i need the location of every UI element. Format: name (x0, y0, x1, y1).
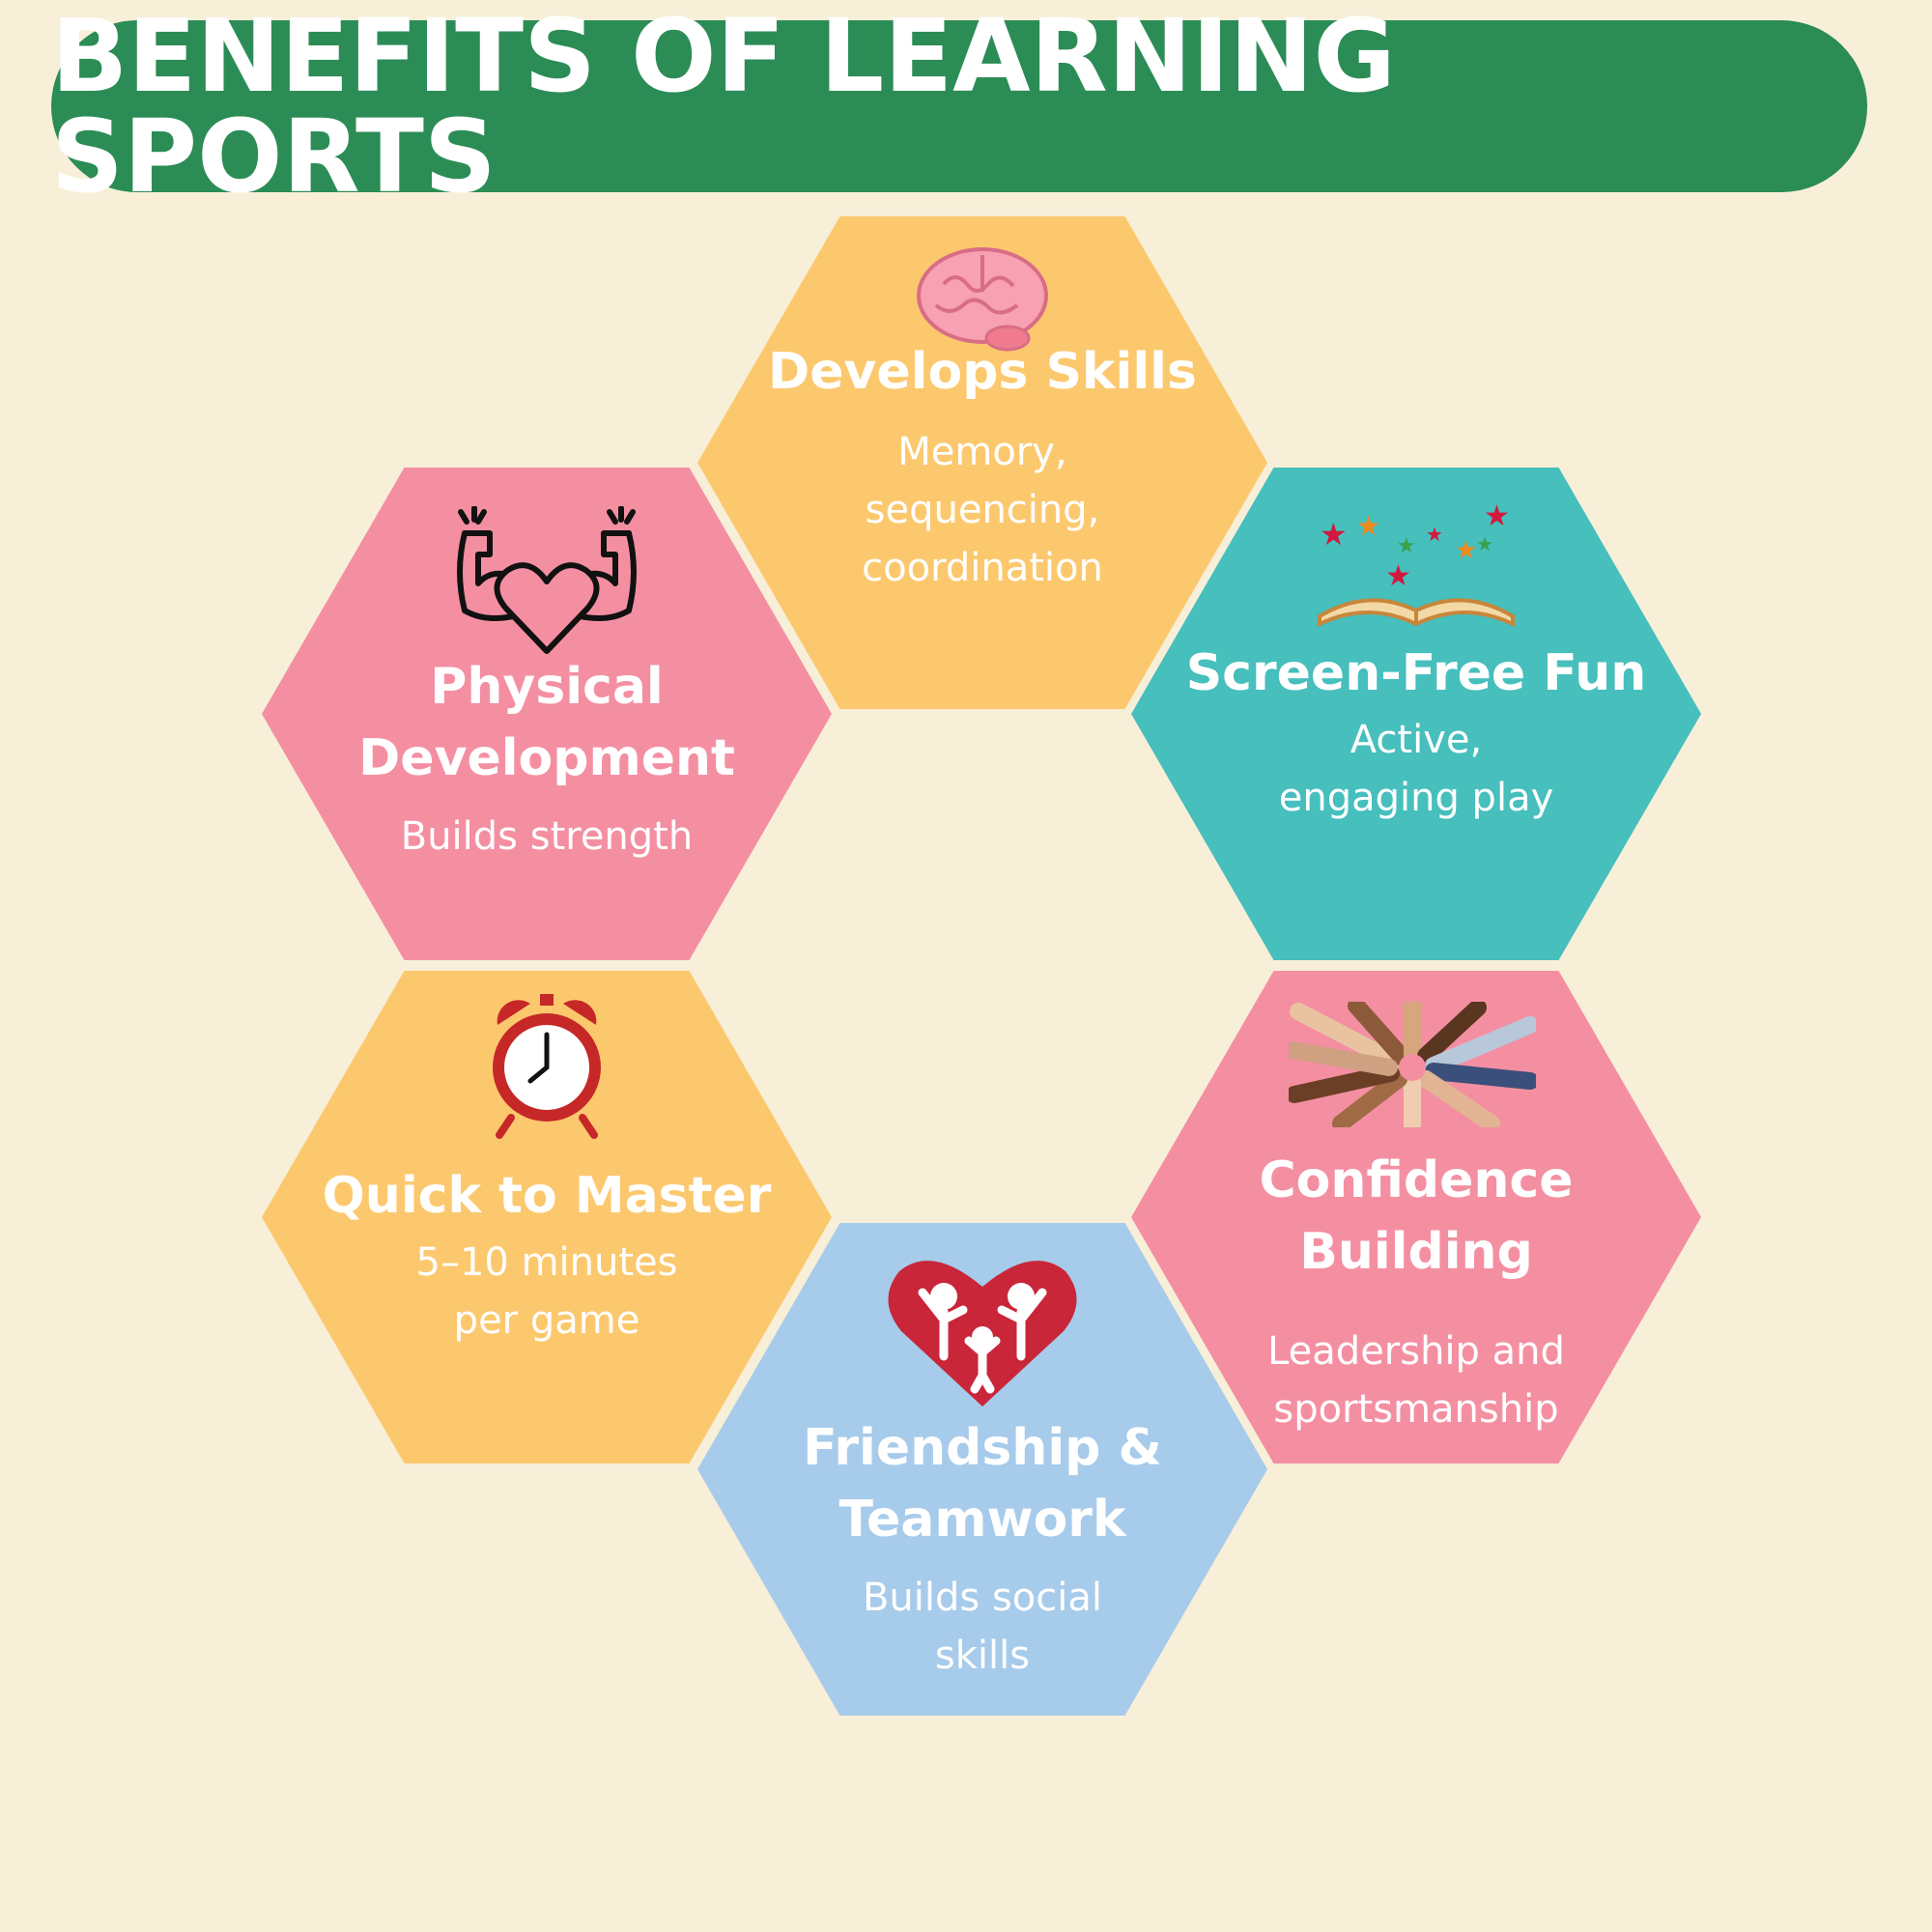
hands-together-icon (1289, 1002, 1536, 1127)
svg-text:★: ★ (1455, 536, 1477, 565)
benefit-description: Memory, sequencing, coordination (862, 430, 1103, 590)
hex-screen-free-fun: ★ ★ ★ ★ ★ ★ ★ ★ Screen-Free Fun Active, … (1131, 468, 1701, 960)
benefit-description: Active, engaging play (1278, 718, 1554, 820)
family-heart-icon (888, 1261, 1077, 1406)
svg-text:★: ★ (1320, 516, 1348, 553)
benefit-description: Builds strength (400, 814, 694, 859)
svg-text:★: ★ (1476, 532, 1493, 555)
benefit-title: Confidence Building (1259, 1151, 1574, 1281)
benefit-title: Quick to Master (322, 1167, 772, 1225)
brain-icon (917, 247, 1048, 352)
benefit-description: 5–10 minutes per game (415, 1240, 678, 1343)
svg-text:★: ★ (1356, 510, 1380, 542)
benefit-title: Develops Skills (768, 343, 1197, 401)
page-title: BENEFITS OF LEARNING SPORTS (51, 0, 1396, 215)
heart-muscle-icon (457, 506, 637, 654)
benefit-description: Builds social skills (862, 1576, 1102, 1678)
svg-text:★: ★ (1484, 499, 1510, 533)
benefit-title: Physical Development (358, 658, 735, 787)
benefit-description: Leadership and sportsmanship (1267, 1329, 1565, 1432)
open-book-stars-icon: ★ ★ ★ ★ ★ ★ ★ ★ (1318, 499, 1515, 628)
benefit-title: Friendship & Teamwork (803, 1419, 1162, 1548)
title-banner: BENEFITS OF LEARNING SPORTS (51, 6, 1867, 207)
benefit-title: Screen-Free Fun (1185, 644, 1647, 702)
svg-text:★: ★ (1397, 534, 1416, 558)
hex-confidence-building: Confidence Building Leadership and sport… (1131, 971, 1701, 1463)
svg-text:★: ★ (1385, 559, 1411, 593)
svg-text:★: ★ (1426, 523, 1443, 546)
alarm-clock-icon (493, 994, 601, 1139)
